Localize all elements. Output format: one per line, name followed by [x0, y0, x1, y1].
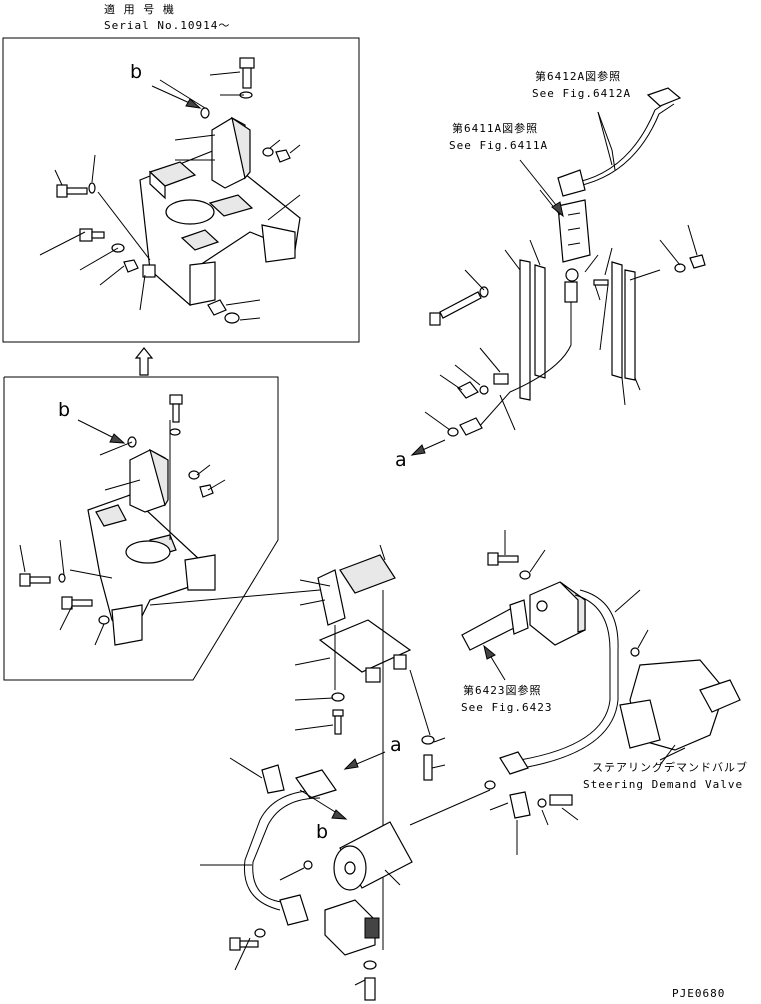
callout-b-lower-right: b: [316, 821, 329, 843]
arrow-b-upper: [151, 85, 202, 109]
ref-6412a-en-label: See Fig.6412A: [532, 87, 632, 100]
arrow-a-lower: [343, 751, 386, 770]
arrow-6423: [483, 644, 506, 681]
ref-6423-jp-label: 第6423図参照: [463, 684, 542, 697]
valve-linkage-assembly: [424, 87, 706, 437]
arrow-6411a: [519, 159, 564, 218]
frame-old-serial: [3, 376, 279, 681]
bracket-assembly-old: [19, 394, 321, 646]
applicable-serial-label: Serial No.10914～: [104, 19, 231, 32]
ref-6412a-jp-label: 第6412A図参照: [535, 70, 622, 83]
callout-a-upper: a: [395, 449, 407, 471]
arrow-valve: [659, 744, 676, 766]
frame-new-serial: [2, 37, 360, 343]
bracket-assembly-new: [39, 57, 301, 324]
ref-6411a-jp-label: 第6411A図参照: [452, 122, 539, 135]
callout-b-lower: b: [58, 399, 71, 421]
arrow-a-upper: [410, 439, 446, 456]
arrow-6412a: [597, 111, 613, 166]
callout-b-upper: b: [130, 61, 143, 83]
valve-en-label: Steering Demand Valve: [583, 778, 744, 791]
callout-a-lower: a: [390, 734, 402, 756]
accumulator-pipe-assembly: [200, 530, 741, 1001]
arrow-b-lower: [77, 419, 126, 444]
valve-jp-label: ステアリングデマンドバルブ: [592, 761, 748, 774]
arrow-b-lower-right: [299, 789, 348, 820]
ref-6411a-en-label: See Fig.6411A: [449, 139, 549, 152]
up-arrow-icon: [134, 347, 154, 376]
applicable-jp-label: 適 用 号 機: [104, 3, 175, 16]
ref-6423-en-label: See Fig.6423: [461, 701, 553, 714]
drawing-code-label: PJE0680: [672, 987, 726, 1000]
